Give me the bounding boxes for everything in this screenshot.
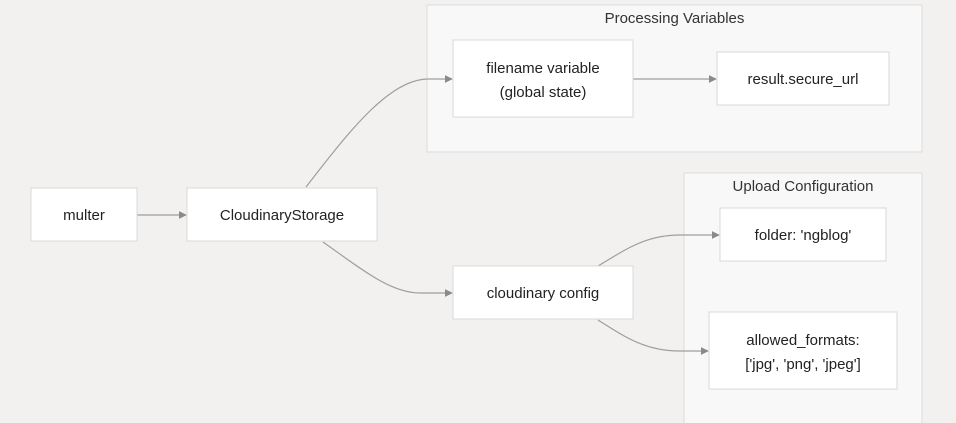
node-folder-label: folder: 'ngblog' <box>755 227 852 244</box>
node-result-secure-url-box[interactable] <box>716 51 890 106</box>
node-allowed-formats-box[interactable] <box>708 311 898 390</box>
node-multer-box[interactable] <box>30 187 138 242</box>
cluster-processing-title: Processing Variables <box>605 10 745 27</box>
node-filename-variable-line-1: filename variable <box>486 60 599 77</box>
cluster-upload-title: Upload Configuration <box>733 178 874 195</box>
node-multer-label: multer <box>63 207 105 224</box>
node-allowed-formats[interactable]: allowed_formats: ['jpg', 'png', 'jpeg'] <box>708 311 898 390</box>
node-result-secure-url-label: result.secure_url <box>748 71 859 88</box>
node-result-secure-url[interactable]: result.secure_url <box>716 51 890 106</box>
node-filename-variable-box[interactable] <box>452 39 634 118</box>
edge-cloudinary-config-to-folder <box>597 231 720 267</box>
node-cloudinary-config-box[interactable] <box>452 265 634 320</box>
node-allowed-formats-line-1: allowed_formats: <box>746 332 859 349</box>
node-folder-box[interactable] <box>719 207 887 262</box>
edges <box>137 75 720 355</box>
node-cloudinary-storage[interactable]: CloudinaryStorage <box>186 187 378 242</box>
node-folder[interactable]: folder: 'ngblog' <box>719 207 887 262</box>
edge-cloudinary-config-to-allowed-formats <box>597 319 709 355</box>
node-cloudinary-storage-label: CloudinaryStorage <box>220 207 344 224</box>
node-filename-variable[interactable]: filename variable (global state) <box>452 39 634 118</box>
edge-cloudinary-storage-to-filename-variable <box>305 75 453 188</box>
node-cloudinary-config-label: cloudinary config <box>487 285 600 302</box>
edge-cloudinary-storage-to-cloudinary-config <box>322 241 453 297</box>
node-filename-variable-line-2: (global state) <box>500 84 587 101</box>
node-allowed-formats-line-2: ['jpg', 'png', 'jpeg'] <box>745 356 861 373</box>
node-multer[interactable]: multer <box>30 187 138 242</box>
node-cloudinary-storage-box[interactable] <box>186 187 378 242</box>
node-cloudinary-config[interactable]: cloudinary config <box>452 265 634 320</box>
